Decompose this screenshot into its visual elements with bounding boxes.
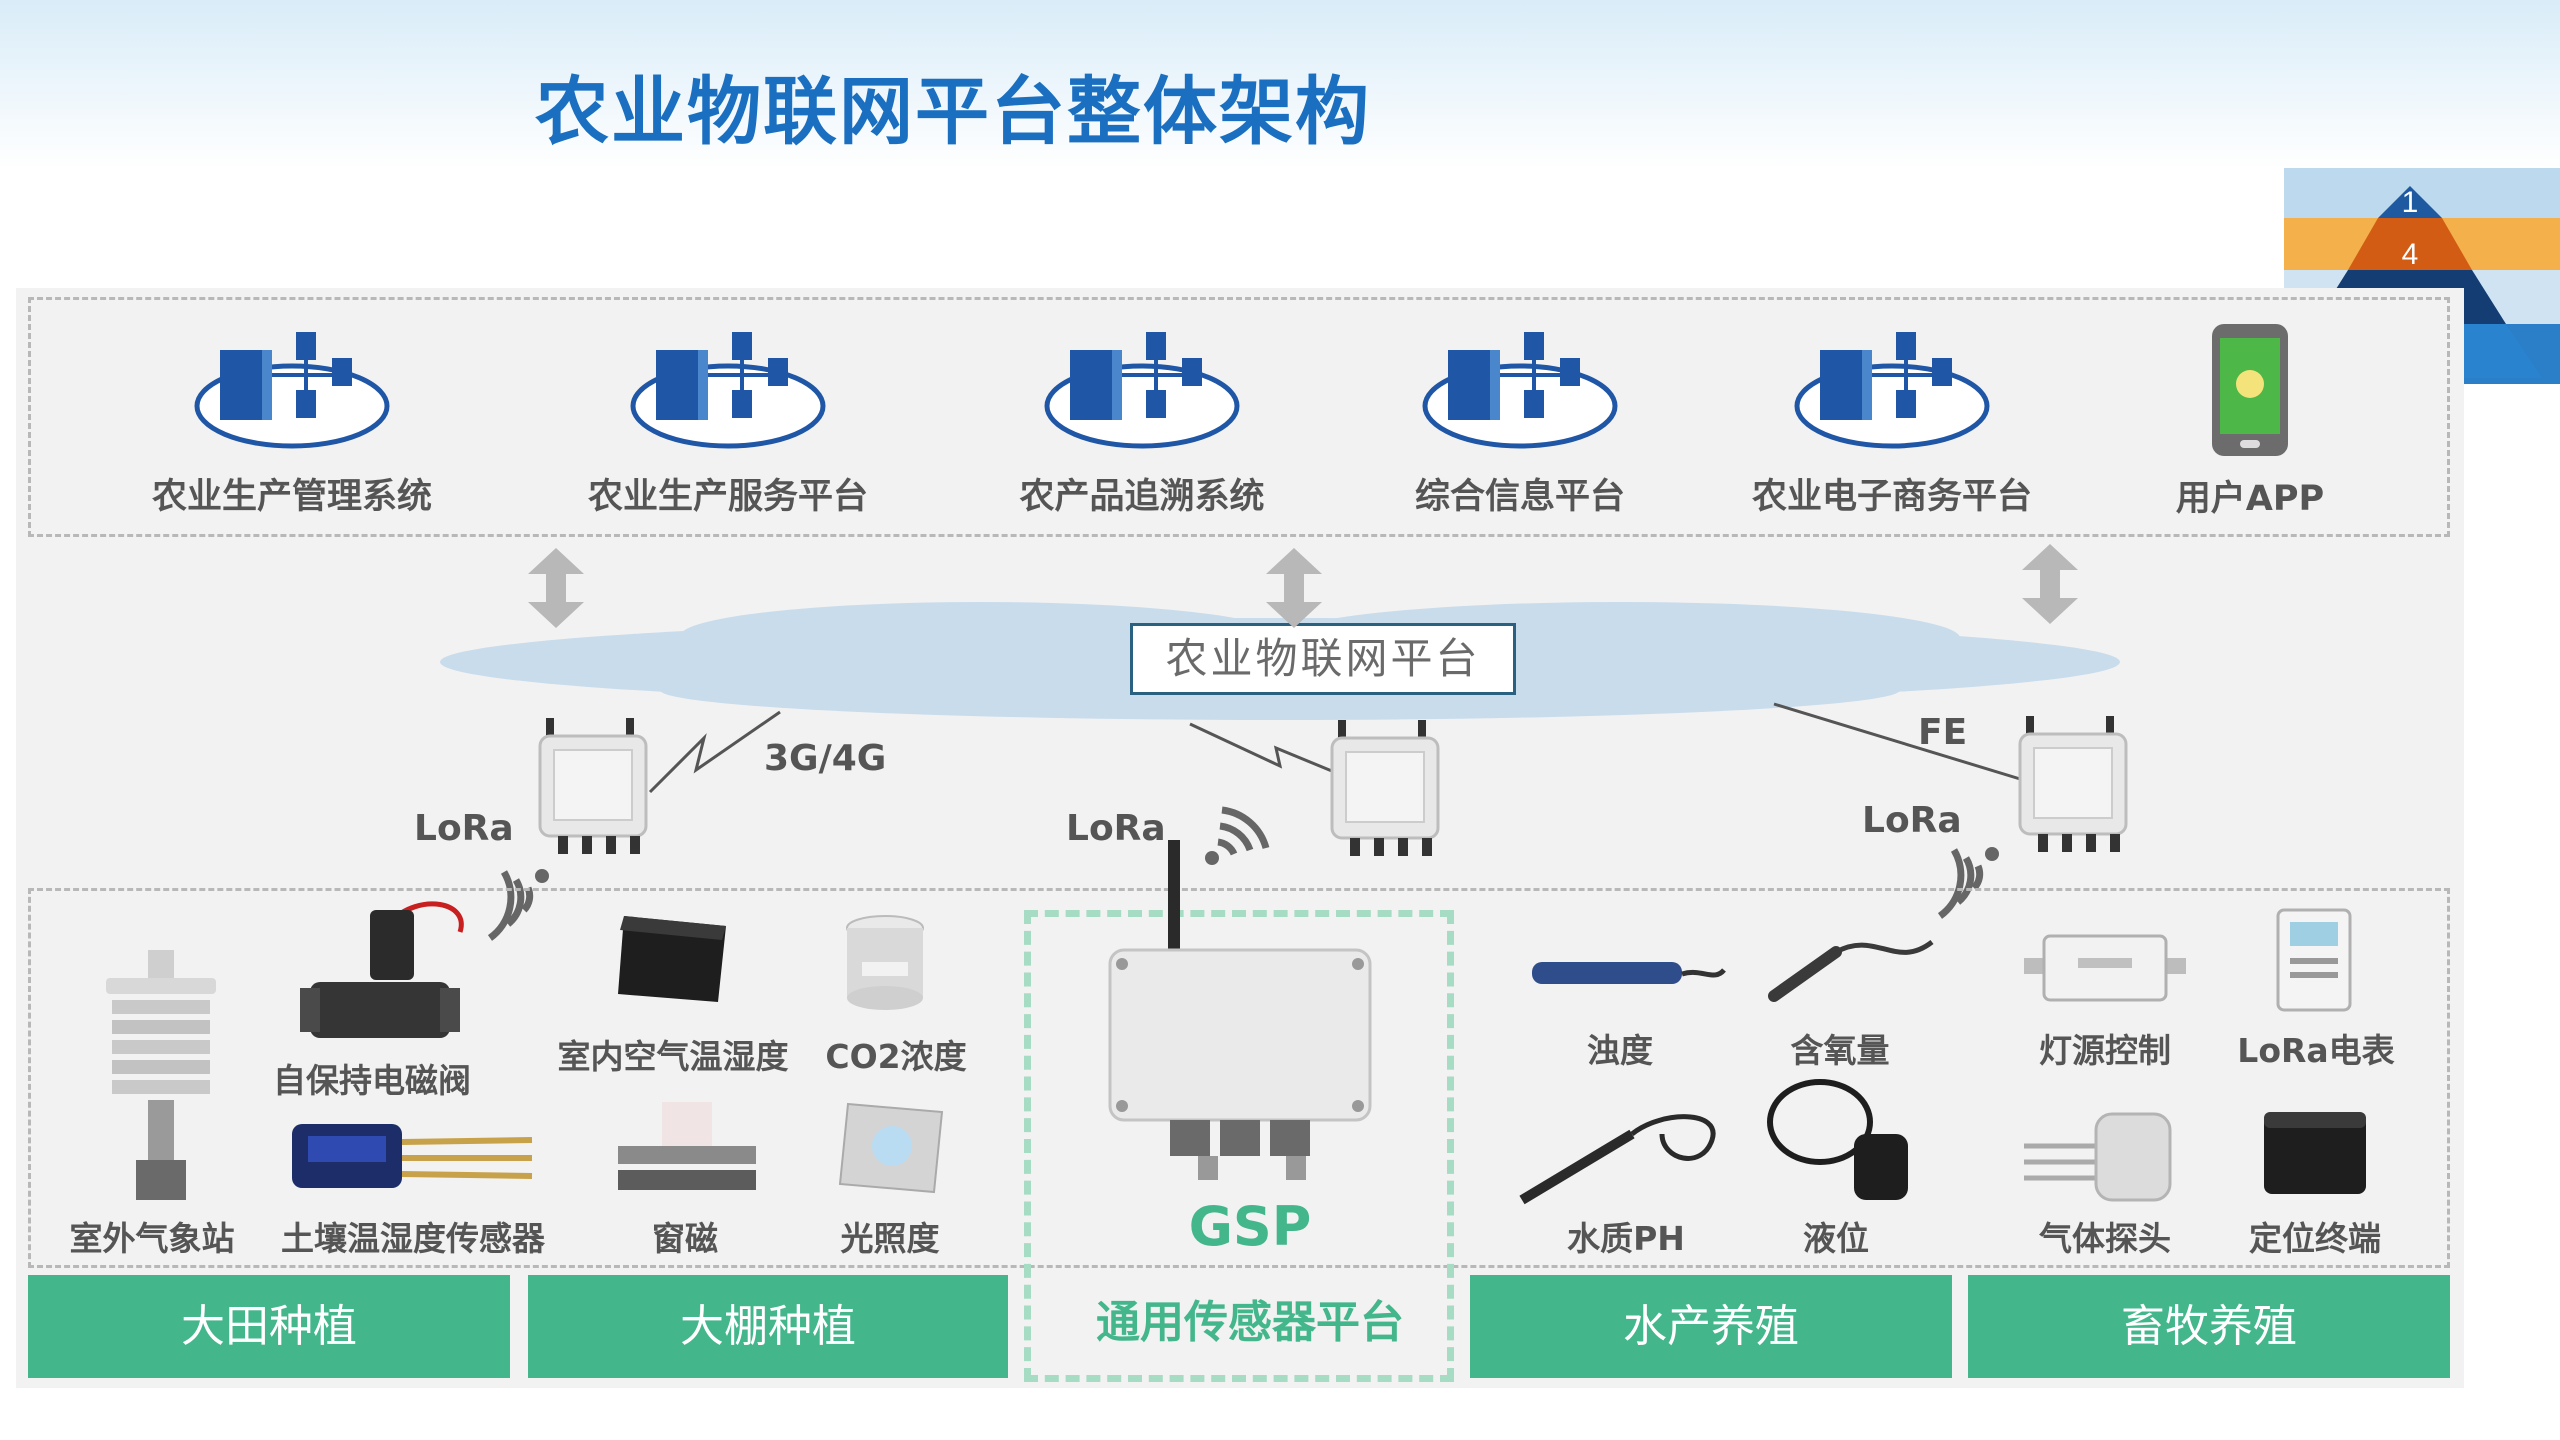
system-label-integrated-info: 综合信息平台	[1414, 477, 1625, 517]
pyramid-num-2: 4	[2402, 238, 2419, 271]
device-label-co2: CO2浓度	[825, 1037, 967, 1076]
platform-layer-box	[28, 297, 2450, 537]
ph-sensor-icon	[1519, 1114, 1716, 1205]
device-label-level: 液位	[1803, 1219, 1869, 1258]
category-livestock: 畜牧养殖	[1968, 1275, 2450, 1378]
dissolved-oxygen-sensor-icon	[1768, 939, 1934, 1002]
device-label-soil-sensor: 土壤温湿度传感器	[281, 1219, 545, 1258]
device-label-indoor-th: 室内空气温湿度	[557, 1037, 789, 1076]
device-label-light-sensor: 光照度	[840, 1219, 940, 1258]
server-cluster-icon	[1044, 332, 1240, 449]
wan-label-3g4g: 3G/4G	[764, 738, 887, 779]
category-field-planting: 大田种植	[28, 1275, 510, 1378]
server-cluster-icon	[1794, 332, 1990, 449]
server-cluster-icon	[194, 332, 390, 449]
gas-probe-icon	[2024, 1112, 2172, 1202]
pyramid-level-1	[2378, 186, 2442, 218]
positioning-terminal-icon	[2264, 1112, 2366, 1194]
turbidity-sensor-icon	[1532, 962, 1726, 984]
lora-label-right: LoRa	[1862, 800, 1962, 841]
lora-gateway-icon	[538, 718, 648, 854]
double-arrow-icon	[528, 548, 584, 628]
server-cluster-icon	[1422, 332, 1618, 449]
lora-gateway-icon	[1330, 720, 1440, 856]
double-arrow-icon	[1266, 548, 1322, 628]
light-sensor-icon	[838, 1102, 944, 1194]
page-title: 农业物联网平台整体架构	[535, 69, 1371, 155]
device-label-weather-station: 室外气象站	[69, 1219, 235, 1258]
category-aquaculture: 水产养殖	[1470, 1275, 1952, 1378]
gsp-box	[1024, 910, 1454, 1382]
wireless-signal-icon	[1937, 847, 1999, 919]
gsp-platform-label: 通用传感器平台	[1096, 1297, 1404, 1348]
lora-gateway-icon	[2018, 716, 2128, 852]
system-label-production-service: 农业生产服务平台	[587, 477, 868, 517]
system-label-ecommerce: 农业电子商务平台	[1751, 477, 2032, 517]
device-label-lora-meter: LoRa电表	[2237, 1031, 2395, 1070]
device-label-light-control: 灯源控制	[2039, 1031, 2171, 1070]
co2-sensor-icon	[846, 915, 924, 1010]
lora-label-center: LoRa	[1066, 808, 1166, 849]
header-band	[0, 0, 2560, 170]
device-layer-box	[28, 888, 2450, 1268]
lora-label-left: LoRa	[414, 808, 514, 849]
system-label-production-management: 农业生产管理系统	[151, 477, 432, 517]
device-label-dissolved-oxygen: 含氧量	[1790, 1031, 1890, 1070]
double-arrow-icon	[2022, 544, 2078, 624]
category-greenhouse-planting: 大棚种植	[528, 1275, 1008, 1378]
wan-label-fe: FE	[1918, 712, 1968, 753]
wireless-signal-icon	[487, 869, 549, 941]
soil-sensor-icon	[292, 1124, 533, 1188]
phone-app-icon	[2212, 324, 2288, 456]
pyramid-level-2	[2348, 218, 2472, 270]
door-magnet-icon	[618, 1102, 756, 1190]
device-label-gas-probe: 气体探头	[2039, 1219, 2171, 1258]
server-cluster-icon	[630, 332, 826, 449]
device-label-door-magnet: 窗磁	[652, 1219, 718, 1258]
device-label-solenoid-valve: 自保持电磁阀	[273, 1061, 471, 1100]
device-label-positioning-terminal: 定位终端	[2249, 1219, 2381, 1258]
indoor-th-sensor-icon	[618, 916, 726, 1002]
gsp-device-icon	[1108, 840, 1372, 1180]
cloud-platform-label: 农业物联网平台	[1130, 623, 1516, 695]
device-label-ph: 水质PH	[1567, 1219, 1685, 1258]
pyramid-num-1: 1	[2402, 186, 2419, 219]
wireless-signal-icon	[1205, 806, 1270, 865]
solenoid-valve-icon	[300, 901, 464, 1038]
device-label-turbidity: 浊度	[1587, 1031, 1653, 1070]
level-sensor-icon	[1767, 1079, 1908, 1200]
weather-station-icon	[106, 950, 216, 1200]
gsp-label: GSP	[1188, 1195, 1312, 1258]
system-label-traceability: 农产品追溯系统	[1019, 477, 1265, 517]
system-label-user-app: 用户APP	[2175, 479, 2325, 519]
light-control-icon	[2024, 934, 2186, 1002]
lora-meter-icon	[2276, 908, 2352, 1012]
